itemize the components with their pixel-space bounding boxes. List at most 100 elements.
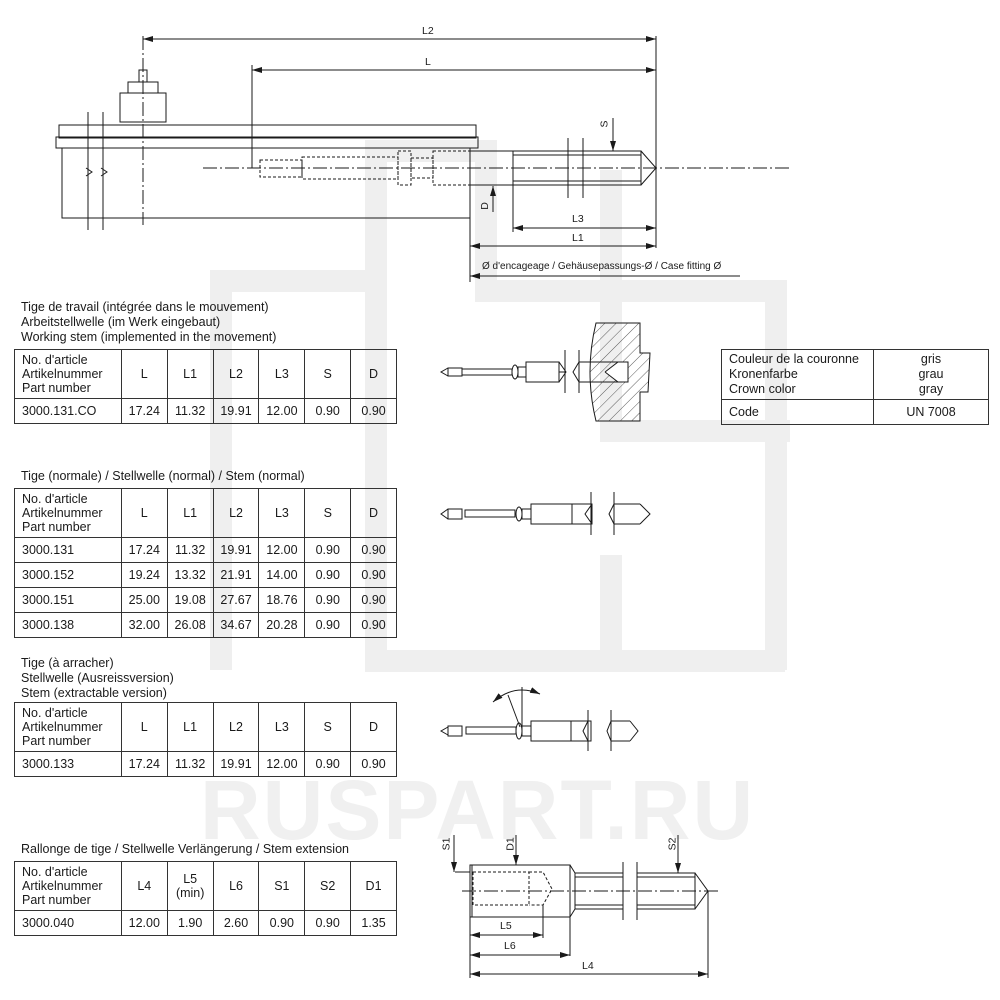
header-cell: D1 (350, 861, 397, 911)
header-text: Artikelnummer (22, 506, 103, 520)
header-cell: L (120, 488, 168, 538)
working-stem-drawing (439, 322, 651, 422)
header-text: S2 (320, 879, 336, 893)
header-text: L1 (183, 720, 198, 734)
header-text: L2 (229, 506, 243, 520)
dim-label-d1: D1 (504, 837, 517, 851)
value-cell: 32.00 (120, 612, 168, 638)
header-cell: S (304, 349, 352, 399)
header-cell: L4 (120, 861, 168, 911)
value-cell: 0.90 (304, 612, 352, 638)
caption-line: Rallonge de tige / Stellwelle Verlängeru… (21, 842, 349, 856)
header-text: L2 (229, 367, 243, 381)
header-text: No. d'article (22, 492, 88, 506)
header-text: Part number (22, 734, 91, 748)
value-cell: 12.00 (258, 537, 306, 563)
value-cell: 25.00 (120, 587, 168, 613)
value-line: gray (918, 382, 944, 396)
header-text: D (369, 720, 379, 734)
value-cell: 13.32 (166, 562, 214, 588)
header-text: Artikelnummer (22, 367, 103, 381)
value-cell: 0.90 (350, 537, 397, 563)
label-line: Couleur de la couronne (729, 352, 859, 366)
header-cell: S2 (304, 861, 352, 911)
value-cell: 11.32 (166, 751, 214, 777)
header-text: (min) (175, 886, 205, 900)
header-cell: L3 (258, 488, 306, 538)
value-cell: 0.90 (350, 751, 397, 777)
value-cell: 0.90 (350, 398, 397, 424)
header-cell: L2 (212, 349, 260, 399)
header-text: S (323, 506, 332, 520)
dim-label-l: L (425, 56, 431, 68)
value-cell: 0.90 (350, 562, 397, 588)
normal-stem-drawing (440, 492, 651, 535)
value-cell: 0.90 (350, 587, 397, 613)
header-text: L3 (274, 506, 289, 520)
value-cell: 0.90 (304, 910, 352, 936)
header-text: D (369, 367, 379, 381)
watermark-shape (210, 270, 385, 292)
crown-color-value: gris grau gray (873, 349, 989, 400)
header-cell: L3 (258, 349, 306, 399)
value-cell: 0.90 (304, 398, 352, 424)
value-cell: 0.90 (304, 562, 352, 588)
header-text: L2 (229, 720, 243, 734)
crown-code-row: Code UN 7008 (721, 399, 989, 425)
header-text: L1 (183, 367, 198, 381)
header-text: D (369, 506, 379, 520)
part-number-cell: 3000.131 (14, 537, 122, 563)
dim-label-l1: L1 (572, 232, 584, 244)
header-cell: S1 (258, 861, 306, 911)
value-cell: 0.90 (304, 751, 352, 777)
header-cell: L1 (166, 349, 214, 399)
header-text: No. d'article (22, 353, 88, 367)
caption-line: Tige de travail (intégrée dans le mouvem… (21, 300, 269, 314)
header-text: L5 (183, 872, 198, 886)
header-cell: L5(min) (166, 861, 214, 911)
watermark-shape (600, 555, 622, 670)
header-cell: L1 (166, 702, 214, 752)
header-cell: L3 (258, 702, 306, 752)
value-cell: 27.67 (212, 587, 260, 613)
header-cell: L (120, 702, 168, 752)
crown-color-row: Couleur de la couronne Kronenfarbe Crown… (721, 349, 989, 400)
header-text: L1 (183, 506, 198, 520)
header-cell: L6 (212, 861, 260, 911)
crown-code-label: Code (721, 399, 874, 425)
caption-line: Working stem (implemented in the movemen… (21, 330, 277, 344)
header-cell: L2 (212, 488, 260, 538)
crown-code-value: UN 7008 (873, 399, 989, 425)
caption-line: Tige (normale) / Stellwelle (normal) / S… (21, 469, 305, 483)
main-stem-drawing (55, 36, 790, 282)
value-cell: 17.24 (120, 537, 168, 563)
caption-line: Stem (extractable version) (21, 686, 167, 700)
dim-label-l4: L4 (582, 960, 594, 972)
dim-label-l5: L5 (500, 920, 512, 932)
value-cell: 34.67 (212, 612, 260, 638)
header-text: L (140, 367, 148, 381)
header-cell: S (304, 702, 352, 752)
dim-label-d: D (478, 202, 491, 210)
header-text: No. d'article (22, 706, 88, 720)
value-cell: 12.00 (120, 910, 168, 936)
value-cell: 14.00 (258, 562, 306, 588)
part-number-cell: 3000.151 (14, 587, 122, 613)
caption-line: Stellwelle (Ausreissversion) (21, 671, 174, 685)
dim-label-l6: L6 (504, 940, 516, 952)
dim-label-s2: S2 (666, 837, 679, 851)
value-cell: 20.28 (258, 612, 306, 638)
